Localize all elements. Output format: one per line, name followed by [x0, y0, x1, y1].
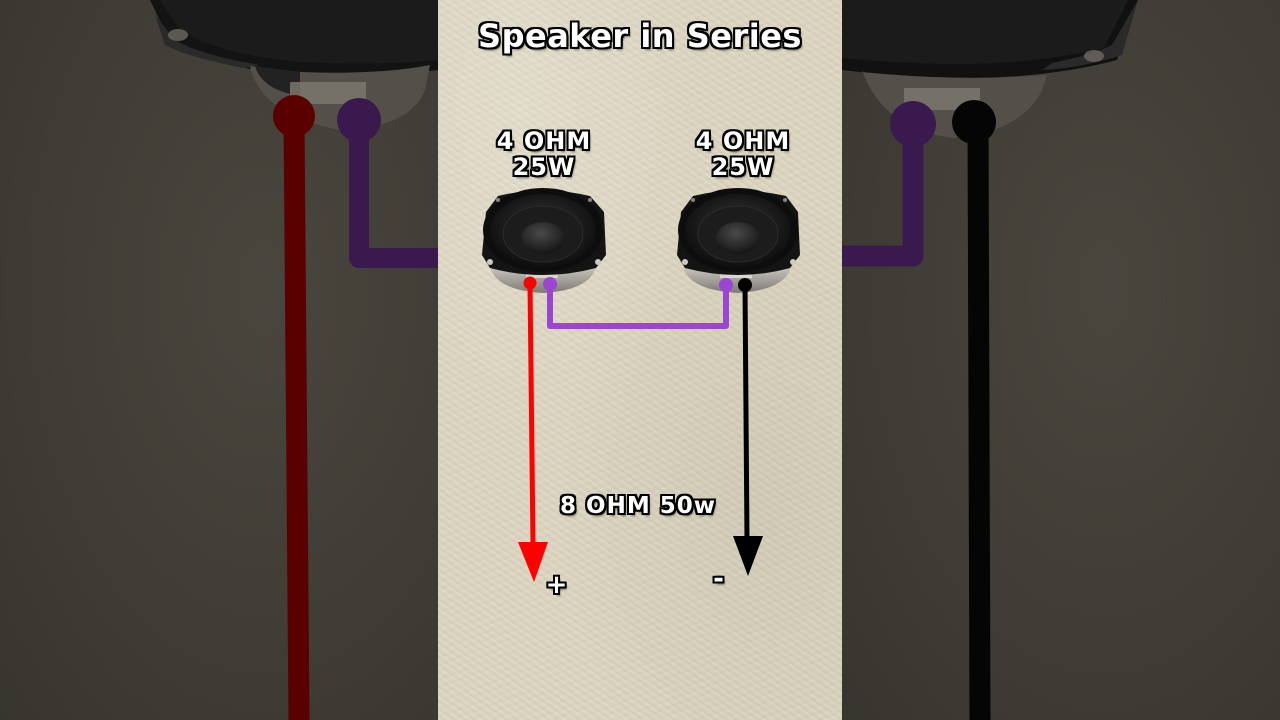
blurred-speaker-right-icon	[842, 0, 1138, 720]
speaker-1-icon	[482, 188, 606, 293]
speaker-1-positive-terminal	[523, 276, 537, 290]
speaker-2-positive-terminal	[719, 278, 733, 292]
negative-arrow-icon	[733, 536, 763, 576]
positive-lead-wire	[527, 283, 536, 546]
speaker-1-impedance: 4 OHM	[496, 127, 592, 155]
speaker-2-icon	[677, 188, 800, 293]
left-blurred-background	[0, 0, 438, 720]
negative-lead-wire	[742, 284, 750, 541]
negative-symbol: -	[713, 564, 725, 594]
positive-arrow-icon	[518, 542, 548, 582]
right-blurred-background	[842, 0, 1280, 720]
blurred-speaker-left-icon	[150, 0, 438, 720]
speaker-2-negative-terminal	[738, 278, 752, 292]
speaker-2-power: 25W	[711, 153, 775, 181]
speaker-1-rating: 4 OHM 25W	[484, 128, 604, 180]
speaker-1-negative-terminal	[543, 277, 557, 291]
speaker-1-power: 25W	[512, 153, 576, 181]
video-title: Speaker in Series	[478, 17, 802, 55]
speaker-2-impedance: 4 OHM	[695, 127, 791, 155]
series-wiring-diagram	[482, 188, 800, 582]
positive-symbol: +	[545, 570, 569, 600]
video-frame: Speaker in Series 4 OHM 25W 4 OHM 25W 8 …	[438, 0, 842, 720]
total-rating-label: 8 OHM 50w	[560, 493, 716, 519]
series-link-wire	[547, 285, 729, 329]
speaker-2-rating: 4 OHM 25W	[683, 128, 803, 180]
